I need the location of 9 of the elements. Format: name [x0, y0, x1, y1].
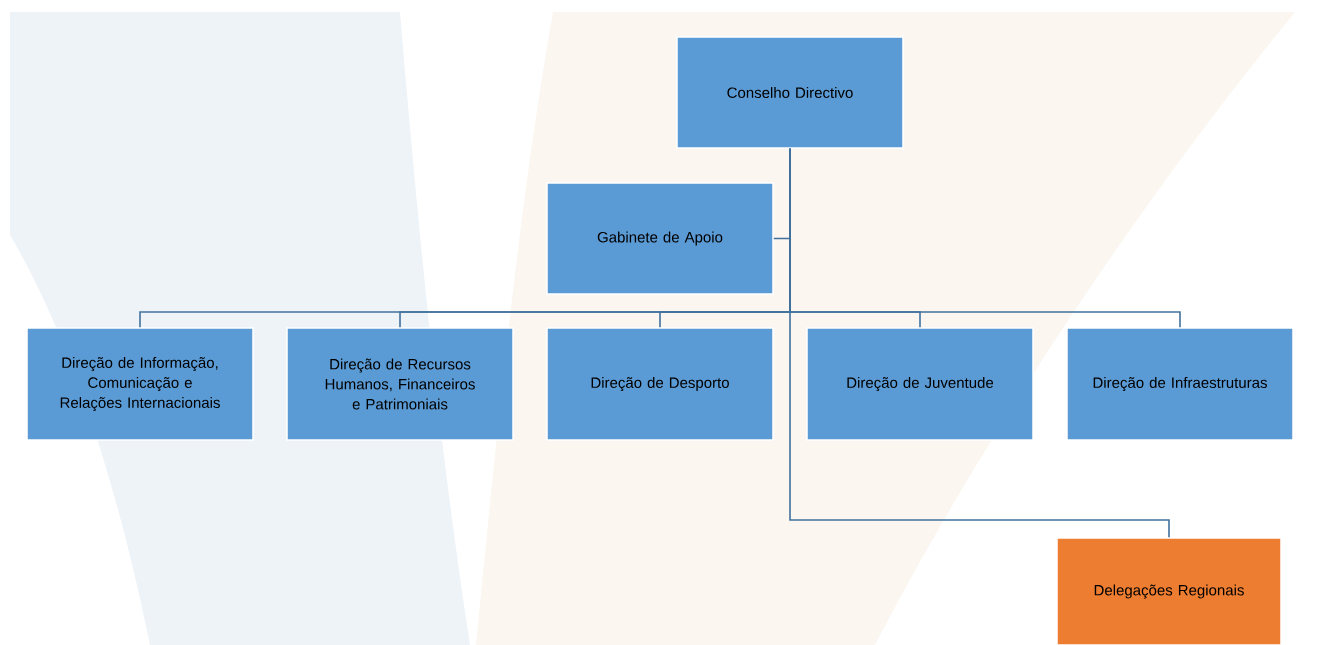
org-box: Delegações Regionais [1056, 537, 1282, 645]
org-box: Direção de Recursos Humanos, Financeiros e Patrimoniais [286, 327, 514, 441]
connector-line [789, 147, 1170, 539]
org-box: Direção de Desporto [546, 327, 774, 441]
org-box: Conselho Directivo [676, 36, 904, 149]
org-box: Direção de Infraestruturas [1066, 327, 1294, 441]
org-box: Direção de Informação, Comunicação e Relações Internacionais [26, 327, 254, 441]
org-box: Gabinete de Apoio [546, 182, 774, 295]
org-box: Direção de Juventude [806, 327, 1034, 441]
